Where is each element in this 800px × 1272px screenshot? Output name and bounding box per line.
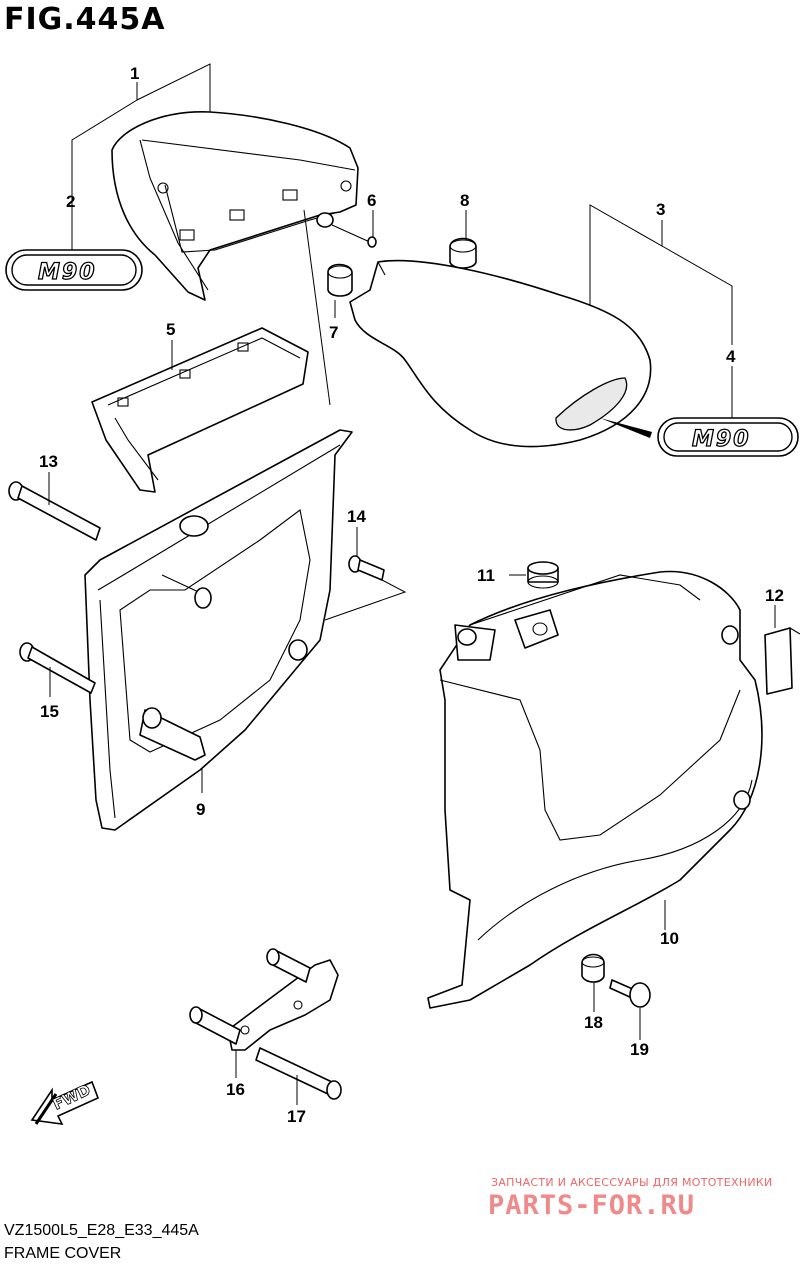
emblem-arrow xyxy=(600,418,652,438)
part-13-bolt[interactable] xyxy=(8,481,101,541)
part-12-pad[interactable] xyxy=(764,627,800,695)
part-4-m90-emblem[interactable]: M90 xyxy=(657,417,799,457)
leader-lines xyxy=(48,63,776,1105)
callout-12: 12 xyxy=(765,586,784,605)
part-3-side-cover[interactable] xyxy=(349,259,652,448)
part-7-grommet[interactable] xyxy=(327,263,353,297)
callout-15: 15 xyxy=(40,702,59,721)
callout-11: 11 xyxy=(477,566,495,585)
callout-9: 9 xyxy=(196,800,205,819)
part-11-grommet[interactable] xyxy=(527,561,559,589)
emblem-left-text: M90 xyxy=(38,260,97,285)
callout-1: 1 xyxy=(130,64,139,83)
part-18-grommet[interactable] xyxy=(581,953,605,983)
callout-14: 14 xyxy=(347,507,366,526)
watermark-tagline: ЗАПЧАСТИ И АКСЕССУАРЫ ДЛЯ МОТОТЕХНИКИ xyxy=(491,1176,773,1189)
callout-7: 7 xyxy=(329,323,338,342)
callout-19: 19 xyxy=(630,1040,649,1059)
diagram-name: FRAME COVER xyxy=(4,1245,122,1262)
part-17-bolt[interactable] xyxy=(255,1047,342,1100)
part-15-bolt[interactable] xyxy=(19,642,96,694)
callout-16: 16 xyxy=(226,1080,245,1099)
part-5-bracket[interactable] xyxy=(91,327,309,493)
callout-4: 4 xyxy=(726,347,736,366)
callout-10: 10 xyxy=(660,929,679,948)
callout-5: 5 xyxy=(166,320,175,339)
part-9-frame-cover[interactable] xyxy=(84,429,353,831)
part-8-grommet[interactable] xyxy=(449,237,477,269)
part-10-large-cover[interactable] xyxy=(427,570,763,1009)
watermark-brand: PARTS-FOR.RU xyxy=(488,1190,696,1221)
callout-17: 17 xyxy=(287,1107,306,1126)
callout-13: 13 xyxy=(39,452,58,471)
part-6-screw[interactable] xyxy=(316,212,377,248)
callout-3: 3 xyxy=(656,200,665,219)
model-code: VZ1500L5_E28_E33_445A xyxy=(4,1222,199,1239)
figure-title: FIG.445A xyxy=(4,2,166,37)
fwd-arrow: FWD xyxy=(30,1080,100,1125)
part-1-upper-cover[interactable] xyxy=(111,111,359,301)
callout-18: 18 xyxy=(584,1013,603,1032)
part-19-screw[interactable] xyxy=(609,979,651,1008)
part-16-bracket[interactable] xyxy=(189,948,339,1051)
callout-8: 8 xyxy=(460,191,469,210)
callout-6: 6 xyxy=(367,191,376,210)
part-14-bolt[interactable] xyxy=(348,555,385,581)
emblem-right-text: M90 xyxy=(692,427,751,452)
part-2-m90-emblem[interactable]: M90 xyxy=(5,249,143,291)
callout-2: 2 xyxy=(66,192,75,211)
